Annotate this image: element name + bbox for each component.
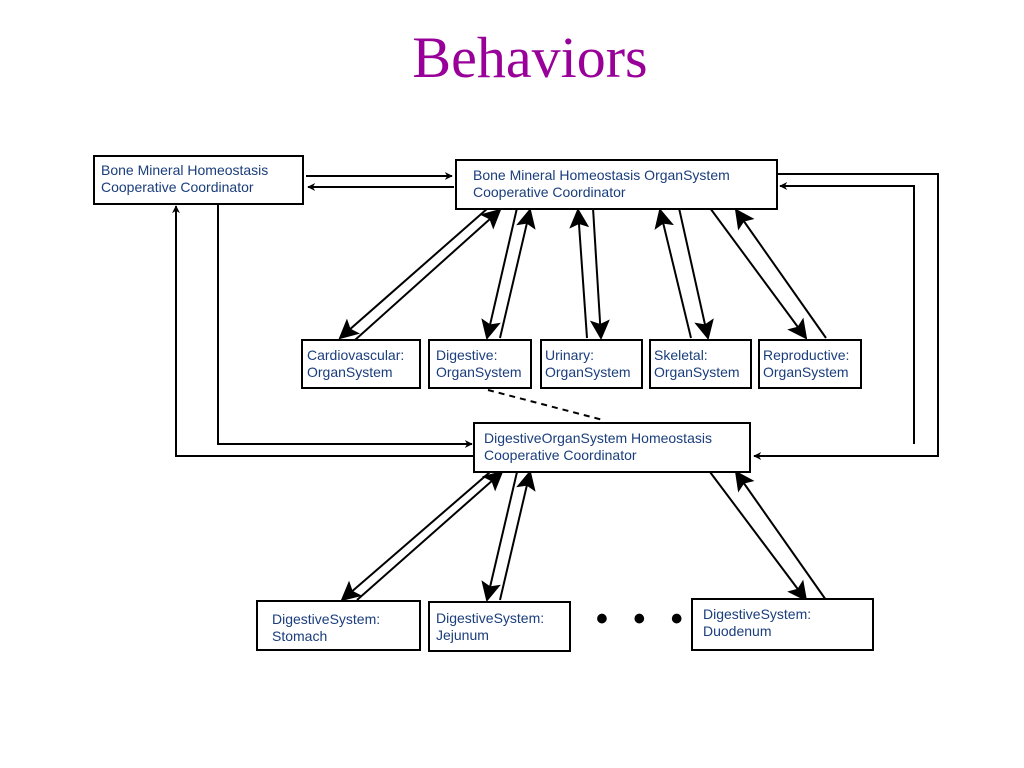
arrow-loop-up-to-bone bbox=[172, 205, 474, 457]
node-label-line: OrganSystem bbox=[763, 364, 849, 380]
arrow-jejunum-up bbox=[499, 470, 536, 601]
slide-title: Behaviors bbox=[412, 25, 648, 90]
cardiovascular-organ-system: Cardiovascular: OrganSystem bbox=[301, 339, 421, 389]
arrow-right-loop-inner bbox=[779, 182, 915, 444]
node-label-line: Duodenum bbox=[703, 623, 772, 639]
node-label-line: OrganSystem bbox=[436, 364, 522, 380]
node-label-line: DigestiveSystem: bbox=[272, 611, 381, 627]
node-label-line: Bone Mineral Homeostasis bbox=[101, 162, 269, 178]
arrow-reproductive-up bbox=[734, 208, 827, 339]
bone-mineral-homeostasis-coordinator: Bone Mineral Homeostasis Cooperative Coo… bbox=[93, 155, 304, 205]
node-label-line: DigestiveSystem: bbox=[436, 610, 545, 626]
arrow-skeletal-up bbox=[654, 208, 692, 339]
arrow-stomach-up bbox=[356, 470, 504, 601]
arrow-cardio-up bbox=[354, 208, 502, 341]
arrow-stomach-down bbox=[340, 471, 491, 602]
node-label-line: Skeletal: bbox=[654, 347, 708, 363]
node-label-line: Digestive: bbox=[436, 347, 498, 363]
arrow-reproductive-down bbox=[709, 207, 808, 340]
node-label-line: OrganSystem bbox=[654, 364, 740, 380]
arrow-bone-down-to-digestive-coord bbox=[217, 202, 473, 448]
digestive-organ-system: Digestive: OrganSystem bbox=[428, 339, 532, 389]
node-label-line: DigestiveSystem: bbox=[703, 606, 812, 622]
arrow-duodenum-up bbox=[734, 470, 827, 601]
digestive-system-duodenum: DigestiveSystem: Duodenum bbox=[691, 598, 874, 651]
arrow-skeletal-down bbox=[678, 207, 714, 340]
node-label-line: Bone Mineral Homeostasis OrganSystem bbox=[473, 167, 730, 183]
arrow-urinary-up bbox=[569, 208, 590, 339]
arrow-cardio-down bbox=[338, 207, 489, 340]
node-label-line: Urinary: bbox=[545, 347, 595, 363]
arrow-duodenum-down bbox=[709, 471, 808, 602]
node-label-line: Cooperative Coordinator bbox=[484, 447, 637, 463]
arrow-jejunum-down bbox=[481, 471, 518, 602]
node-label-line: Cooperative Coordinator bbox=[101, 179, 254, 195]
node-label-line: OrganSystem bbox=[307, 364, 393, 380]
arrow-digestive-down bbox=[481, 207, 518, 340]
arrow-right-loop-outer bbox=[753, 173, 939, 460]
node-label-line: Cardiovascular: bbox=[307, 347, 405, 363]
node-label-line: Cooperative Coordinator bbox=[473, 184, 626, 200]
reproductive-organ-system: Reproductive: OrganSystem bbox=[758, 339, 862, 389]
digestive-system-jejunum: DigestiveSystem: Jejunum bbox=[428, 601, 571, 652]
digestive-system-stomach: DigestiveSystem: Stomach bbox=[256, 600, 421, 651]
digestive-homeostasis-coordinator: DigestiveOrganSystem Homeostasis Coopera… bbox=[473, 422, 751, 473]
arrow-digestive-up bbox=[499, 208, 536, 339]
urinary-organ-system: Urinary: OrganSystem bbox=[540, 339, 643, 389]
dashed-link bbox=[487, 389, 604, 421]
arrow-urinary-down bbox=[589, 207, 610, 340]
node-label-line: Jejunum bbox=[436, 627, 489, 643]
node-label-line: DigestiveOrganSystem Homeostasis bbox=[484, 430, 712, 446]
node-label-line: Reproductive: bbox=[763, 347, 850, 363]
skeletal-organ-system: Skeletal: OrganSystem bbox=[649, 339, 752, 389]
ellipsis-dots: • • • bbox=[596, 600, 691, 638]
node-label-line: Stomach bbox=[272, 628, 328, 644]
node-label-line: OrganSystem bbox=[545, 364, 631, 380]
bone-organ-system-coordinator: Bone Mineral Homeostasis OrganSystem Coo… bbox=[455, 159, 778, 210]
